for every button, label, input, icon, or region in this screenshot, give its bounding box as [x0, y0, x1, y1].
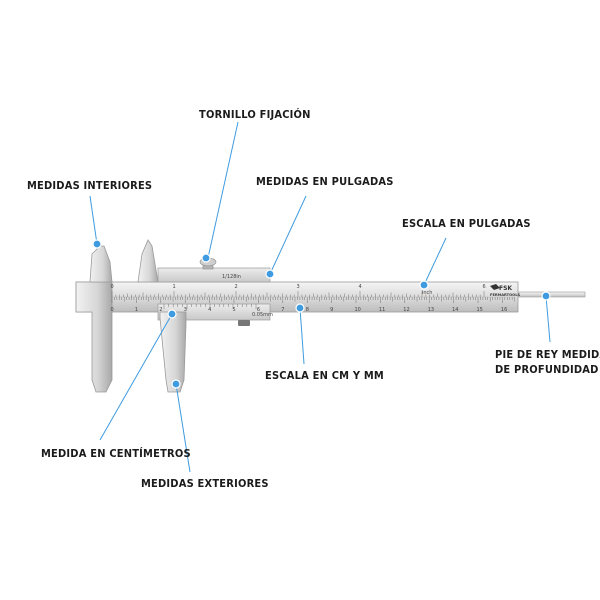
callout-line-centimetros [99, 313, 173, 441]
callout-dot-pulgadas [265, 269, 275, 279]
callout-dot-exteriores [171, 379, 181, 389]
cm-scale-number: 5 [233, 307, 236, 313]
sliding-outer-jaw [159, 311, 187, 393]
scale-numbers: 0123456789101112131415160123456 [111, 284, 508, 313]
brand-sub: FERMARTOOLS [490, 293, 520, 297]
label-profundidad-line-1: PIE DE REY MEDIDAS [495, 348, 600, 361]
callout-lines [89, 121, 551, 473]
callout-line-escala-cm [299, 307, 305, 365]
cm-scale-number: 3 [184, 307, 187, 313]
cm-scale-number: 10 [355, 307, 361, 313]
vernier-slider-top [157, 267, 271, 283]
inch-scale-number: 3 [297, 284, 300, 290]
inch-scale-number: 4 [359, 284, 362, 290]
label-escala-pulgadas: ESCALA EN PULGADAS [402, 217, 531, 230]
inch-scale-number: 6 [483, 284, 486, 290]
vernier-top-text: 1/128in [222, 274, 241, 280]
label-medida-centimetros: MEDIDA EN CENTÍMETROS [41, 447, 191, 460]
inch-unit-text: inch [422, 290, 432, 296]
cm-scale-number: 7 [281, 307, 284, 313]
cm-scale-number: 4 [208, 307, 211, 313]
label-medidas-interiores: MEDIDAS INTERIORES [27, 179, 153, 192]
cm-scale-number: 14 [452, 307, 458, 313]
cm-scale-number: 16 [501, 307, 507, 313]
label-pie-de-rey-profundidad: PIE DE REY MEDIDAS DE PROFUNDIDAD [495, 347, 600, 377]
vernier-bottom-text: 0.05mm [252, 312, 273, 318]
inch-scale-number: 2 [235, 284, 238, 290]
brand-name: FSK [499, 285, 512, 292]
cm-scale-number: 1 [135, 307, 138, 313]
callout-line-pulgadas [269, 195, 307, 275]
cm-scale-number: 11 [379, 307, 385, 313]
cm-scale-number: 0 [111, 307, 114, 313]
cm-scale-number: 6 [257, 307, 260, 313]
callout-dot-escala-cm [295, 303, 305, 313]
cm-scale-number: 13 [428, 307, 434, 313]
inch-scale-number: 0 [111, 284, 114, 290]
callout-dot-escala-pulgadas [419, 280, 429, 290]
callout-line-tornillo [207, 121, 239, 259]
callout-dot-tornillo [201, 253, 211, 263]
callout-dots [92, 239, 551, 389]
brand-logo: FSK FERMARTOOLS [490, 284, 520, 297]
callout-dot-profundidad [541, 291, 551, 301]
callout-line-interiores [89, 195, 98, 245]
fixed-outer-jaw [75, 281, 113, 393]
thumb-roller [238, 320, 250, 326]
callout-dot-interiores [92, 239, 102, 249]
label-tornillo-fijacion: TORNILLO FIJACIÓN [199, 108, 311, 121]
sliding-inner-jaw [137, 239, 159, 283]
callout-line-profundidad [545, 295, 551, 343]
callout-line-exteriores [175, 383, 191, 473]
callout-dot-centimetros [167, 309, 177, 319]
cm-scale-number: 2 [159, 307, 162, 313]
cm-scale-number: 9 [330, 307, 333, 313]
inch-scale-number: 1 [173, 284, 176, 290]
callout-line-escala-pulgadas [423, 237, 447, 286]
fixed-inner-jaw [89, 245, 113, 283]
label-escala-cm-mm: ESCALA EN CM Y MM [265, 369, 384, 382]
label-medidas-exteriores: MEDIDAS EXTERIORES [141, 477, 269, 490]
label-profundidad-line-2: DE PROFUNDIDAD [495, 363, 599, 376]
scale-ticks [111, 291, 515, 309]
label-medidas-pulgadas: MEDIDAS EN PULGADAS [256, 175, 394, 188]
cm-scale-number: 15 [477, 307, 483, 313]
cm-scale-number: 8 [306, 307, 309, 313]
cm-scale-number: 12 [403, 307, 409, 313]
